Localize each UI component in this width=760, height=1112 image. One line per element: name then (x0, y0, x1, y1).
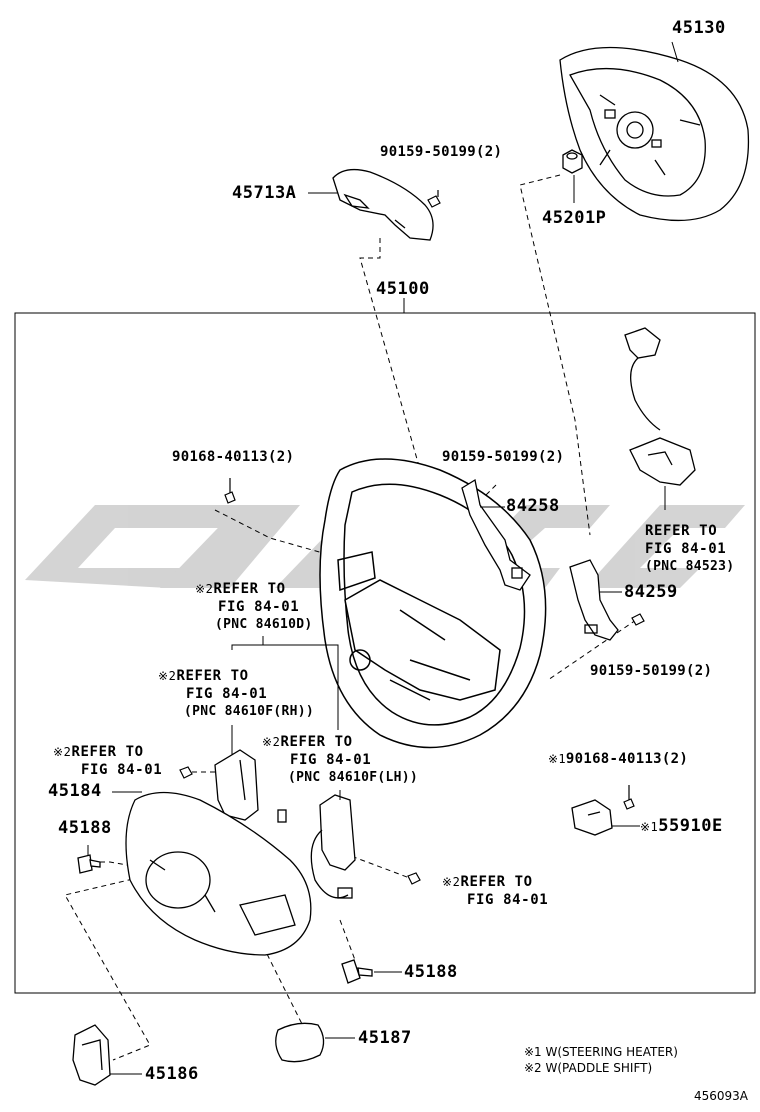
nut-45201P-drawing (562, 149, 583, 174)
refer-84523-pnc: (PNC 84523) (645, 559, 735, 574)
refer-84610F-RH-text: REFER TO (176, 668, 249, 684)
refer-paddle-screw: ※2REFER TO FIG 84-01 (53, 743, 162, 779)
refer-84610F-RH-pnc: (PNC 84610F(RH)) (184, 704, 315, 719)
refer-84610F-RH-line2: FIG 84-01 (186, 686, 268, 702)
bolt-right-drawing (631, 613, 645, 626)
airbag-45130-drawing (559, 46, 750, 222)
ref-leaders (231, 636, 339, 730)
screw-right-label: ※190168-40113(2) (548, 752, 688, 766)
refer-84610F-LH-line1: ※2REFER TO (262, 733, 418, 751)
part-45188-upper-label: 45188 (58, 818, 112, 838)
bolt-top-drawing (427, 190, 441, 208)
part-45201P-label: 45201P (542, 208, 607, 228)
marker-2: ※2 (262, 735, 281, 749)
part-45130-label: 45130 (672, 18, 726, 38)
marker-1: ※1 (548, 752, 566, 766)
legend-line-2: ※2 W(PADDLE SHIFT) (524, 1061, 653, 1076)
paddle-lh-drawing (277, 794, 356, 899)
part-55910E-label: ※155910E (640, 818, 723, 835)
clip-45188-lower-drawing (341, 959, 373, 984)
marker-2: ※2 (195, 582, 214, 596)
refer-84610D-line2: FIG 84-01 (218, 599, 300, 615)
part-45100-label: 45100 (376, 279, 430, 299)
part-84258-label: 84258 (506, 496, 560, 516)
cap-45187-drawing (275, 1022, 325, 1063)
screw-paddle-drawing (179, 766, 421, 885)
legend: ※1 W(STEERING HEATER) ※2 W(PADDLE SHIFT) (524, 1044, 678, 1076)
bolt-mid-label: 90159-50199(2) (442, 449, 565, 465)
refer-paddle-screw-line2: FIG 84-01 (81, 762, 163, 778)
refer-84523-line1: REFER TO (645, 523, 718, 539)
refer-lh-screw-line2: FIG 84-01 (467, 892, 549, 908)
screw-heater-drawing (623, 785, 635, 810)
switch-84523-drawing (624, 327, 696, 486)
trim-45713A-drawing (332, 168, 434, 241)
assembly-frame (14, 298, 756, 994)
cap-45186-drawing (72, 1024, 111, 1086)
part-45188-lower-label: 45188 (404, 962, 458, 982)
clip-45188-upper-drawing (77, 854, 101, 874)
marker-2: ※2 (442, 875, 461, 889)
refer-84610F-LH-text: REFER TO (280, 734, 353, 750)
refer-84610F-RH-line1: ※2REFER TO (158, 667, 314, 685)
screw-right-text: 90168-40113(2) (565, 751, 689, 767)
refer-lh-screw-line1: ※2REFER TO (442, 873, 548, 891)
refer-84610D: ※2REFER TO FIG 84-01 (PNC 84610D) (195, 580, 313, 634)
heater-55910E-drawing (571, 799, 613, 836)
bolt-top-label: 90159-50199(2) (380, 144, 503, 160)
legend-line-1: ※1 W(STEERING HEATER) (524, 1045, 678, 1059)
part-45184-label: 45184 (48, 781, 102, 801)
refer-84610F-LH-pnc: (PNC 84610F(LH)) (288, 770, 419, 785)
refer-84610D-text: REFER TO (213, 581, 286, 597)
refer-lh-screw-text: REFER TO (460, 874, 533, 890)
screw-left-drawing (224, 478, 236, 504)
figure-id: 456093A (694, 1089, 749, 1103)
refer-paddle-screw-line1: ※2REFER TO (53, 743, 162, 761)
refer-84610F-RH: ※2REFER TO FIG 84-01 (PNC 84610F(RH)) (158, 667, 314, 721)
paddle-rh-drawing (214, 749, 259, 821)
refer-84523: REFER TO FIG 84-01 (PNC 84523) (645, 522, 734, 576)
part-45713A-label: 45713A (232, 183, 297, 203)
part-84259-label: 84259 (624, 582, 678, 602)
part-45187-label: 45187 (358, 1028, 412, 1048)
part-45186-label: 45186 (145, 1064, 199, 1084)
cover-45184-drawing (125, 791, 312, 956)
bolt-right-label: 90159-50199(2) (590, 663, 713, 679)
marker-1: ※1 (640, 820, 659, 834)
screw-left-label: 90168-40113(2) (172, 449, 295, 465)
bracket-84259-drawing (569, 559, 619, 641)
refer-84523-line2: FIG 84-01 (645, 541, 727, 557)
refer-paddle-screw-text: REFER TO (71, 744, 144, 760)
part-55910E-text: 55910E (658, 816, 723, 836)
marker-2: ※2 (53, 745, 72, 759)
refer-84610D-line1: ※2REFER TO (195, 580, 313, 598)
marker-2: ※2 (158, 669, 177, 683)
refer-84610F-LH-line2: FIG 84-01 (290, 752, 372, 768)
bracket-84258-drawing (461, 478, 531, 591)
refer-lh-screw: ※2REFER TO FIG 84-01 (442, 873, 548, 909)
refer-84610D-pnc: (PNC 84610D) (215, 617, 313, 632)
refer-84610F-LH: ※2REFER TO FIG 84-01 (PNC 84610F(LH)) (262, 733, 418, 787)
